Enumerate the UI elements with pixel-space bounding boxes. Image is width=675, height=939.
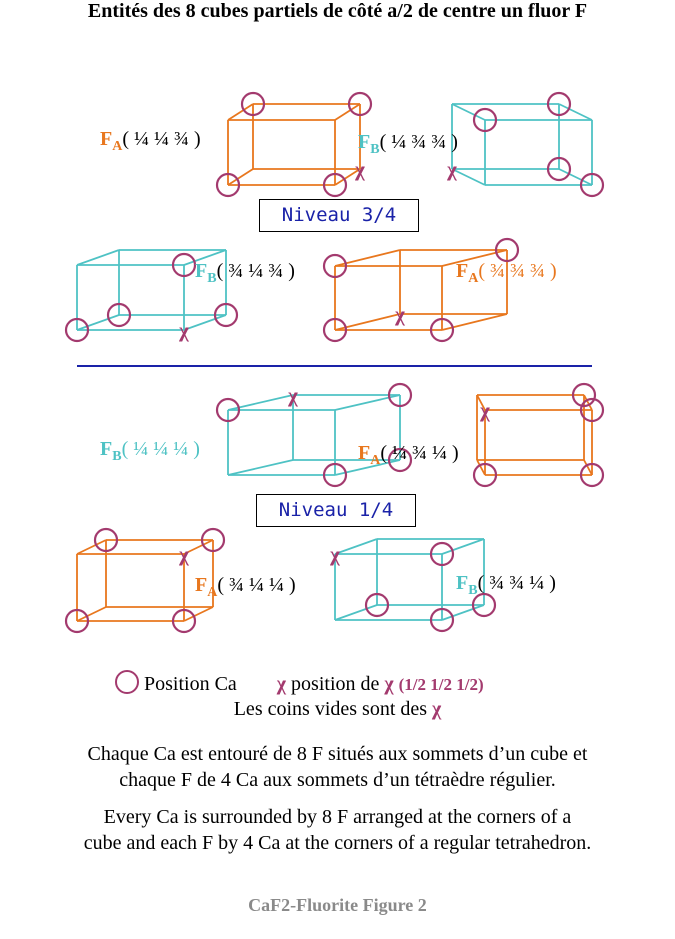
cube-7-edge-10	[183, 606, 214, 622]
cube-3-chi-mark: χ	[178, 318, 189, 342]
cube-3-edge-12	[76, 249, 120, 266]
legend-chi-symbol: χ	[276, 673, 287, 695]
cube-6-ca-atom-3	[579, 397, 605, 423]
label-cube-5: FB( ¼ ¼ ¼ )	[100, 438, 200, 464]
cube-2-chi-mark: χ	[446, 157, 457, 181]
cube-1-ca-atom-4	[240, 91, 266, 117]
cube-7-edge-12	[76, 539, 107, 555]
label-cube-7: FA( ¾ ¼ ¼ )	[195, 574, 296, 600]
label-cube-4: FA( ¾ ¾ ¾ )	[456, 260, 557, 286]
cube-2-ca-atom-2	[472, 107, 498, 133]
cube-6-edge-11	[583, 394, 593, 411]
label-cube-2: FB( ¼ ¾ ¾ )	[358, 131, 458, 157]
cube-2-edge-9	[451, 168, 486, 186]
legend-empty-corners: Les coins vides sont des χ	[233, 698, 442, 720]
page-title: Entités des 8 cubes partiels de côté a/2…	[87, 0, 588, 22]
cube-3-ca-atom-4	[213, 302, 239, 328]
text-english-line-2: cube and each F by 4 Ca at the corners o…	[83, 832, 592, 854]
cube-6-ca-atom-4	[571, 382, 597, 408]
cube-1-ca-atom-3	[347, 91, 373, 117]
cube-2-edge-11	[558, 103, 593, 121]
legend-row: Position Ca χ position de χ (1/2 1/2 1/2…	[115, 670, 484, 696]
cube-7-ca-atom-3	[200, 527, 226, 553]
cube-3-ca-atom-1	[64, 317, 90, 343]
cube-8-ca-atom-4	[471, 592, 497, 618]
cube-8-edge-9	[334, 604, 378, 621]
cube-2-edge-12	[451, 103, 486, 121]
cube-4-ca-atom-2	[429, 317, 455, 343]
cube-6-ca-atom-1	[472, 462, 498, 488]
cube-4-ca-atom-4	[494, 237, 520, 263]
text-french-line-1: Chaque Ca est entouré de 8 F situés aux …	[87, 743, 588, 765]
cube-4-ca-atom-3	[322, 253, 348, 279]
cube-7-ca-atom-2	[171, 608, 197, 634]
cube-2-ca-atom-4	[546, 91, 572, 117]
cube-3-edge-11	[183, 249, 227, 266]
cube-1-chi-mark: χ	[354, 157, 365, 181]
legend-ca-label: Position Ca	[144, 673, 237, 695]
label-cube-1: FA( ¼ ¼ ¾ )	[100, 128, 201, 154]
cube-8-ca-atom-2	[429, 541, 455, 567]
cube-4-ca-atom-1	[322, 317, 348, 343]
cube-7-ca-atom-4	[93, 527, 119, 553]
cube-3-ca-atom-3	[106, 302, 132, 328]
cube-5-chi-mark: χ	[287, 383, 298, 407]
label-cube-8: FB( ¾ ¾ ¼ )	[456, 572, 556, 598]
cube-6-edge-9	[476, 459, 486, 476]
cube-1-edge-10	[334, 168, 361, 186]
cube-5-edge-9	[227, 459, 294, 476]
cube-6-edge-10	[583, 459, 593, 476]
cube-5-ca-atom-1	[322, 462, 348, 488]
level-1-4-box: Niveau 1/4	[256, 494, 416, 527]
cube-8-edge-11	[441, 538, 485, 555]
cube-7-ca-atom-1	[64, 608, 90, 634]
cube-2-ca-atom-3	[546, 156, 572, 182]
cube-8-chi-mark: χ	[329, 542, 340, 566]
cube-3-edge-10	[183, 314, 227, 331]
label-cube-6: FA( ¼ ¾ ¼ )	[358, 442, 459, 468]
cube-7-edge-11	[183, 539, 214, 555]
ca-legend-circle-icon	[115, 670, 139, 694]
cube-8-edge-10	[441, 604, 485, 621]
cube-7-chi-mark: χ	[178, 542, 189, 566]
legend-chi-label: position de	[291, 673, 380, 695]
cube-1-edge-12	[227, 103, 254, 121]
level-3-4-box: Niveau 3/4	[259, 199, 419, 232]
cube-4-chi-mark: χ	[394, 302, 405, 326]
cube-5-ca-atom-2	[215, 397, 241, 423]
cube-1-edge-11	[334, 103, 361, 121]
cube-2-edge-10	[558, 168, 593, 186]
cube-8-ca-atom-3	[364, 592, 390, 618]
cube-6-edge-12	[476, 394, 486, 411]
cube-2-ca-atom-1	[579, 172, 605, 198]
cube-6-ca-atom-2	[579, 462, 605, 488]
cube-1-edge-9	[227, 168, 254, 186]
cube-3-edge-9	[76, 314, 120, 331]
cube-1-ca-atom-1	[215, 172, 241, 198]
legend-chi-coords: (1/2 1/2 1/2)	[398, 675, 484, 694]
text-english-line-1: Every Ca is surrounded by 8 F arranged a…	[103, 806, 572, 828]
cube-5-ca-atom-4	[387, 382, 413, 408]
cube-5-ca-atom-3	[387, 447, 413, 473]
cube-8-ca-atom-1	[429, 607, 455, 633]
cube-8-edge-12	[334, 538, 378, 555]
cube-1-ca-atom-2	[322, 172, 348, 198]
cube-6-chi-mark: χ	[479, 398, 490, 422]
legend-chi-symbol-2: χ	[384, 673, 394, 695]
text-french-line-2: chaque F de 4 Ca aux sommets d’un tétraè…	[119, 769, 556, 791]
label-cube-3: FB( ¾ ¼ ¾ )	[195, 260, 295, 286]
cube-3-ca-atom-2	[171, 252, 197, 278]
figure-caption: CaF2-Fluorite Figure 2	[248, 895, 427, 915]
cube-7-edge-9	[76, 606, 107, 622]
